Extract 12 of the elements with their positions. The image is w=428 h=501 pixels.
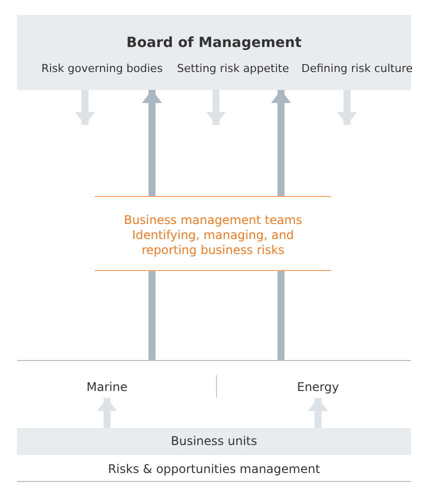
unit-label: Energy: [293, 378, 343, 396]
responsibility-text: Risk governing bodies: [41, 61, 163, 76]
band-heading: Business management teams: [122, 213, 304, 228]
units-bar: [17, 428, 411, 455]
responsibility-text: Setting risk appetite: [177, 61, 289, 76]
bar-label: Business units: [170, 434, 258, 449]
unit-label: Marine: [82, 378, 132, 396]
board-panel: [17, 15, 411, 90]
responsibility-text: Defining risk culture: [301, 61, 413, 76]
panel-heading: Board of Management: [125, 34, 303, 52]
footer-label: Risks & opportunities management: [106, 462, 322, 477]
band-text: Identifying, managing, and reporting business risks: [131, 228, 295, 258]
